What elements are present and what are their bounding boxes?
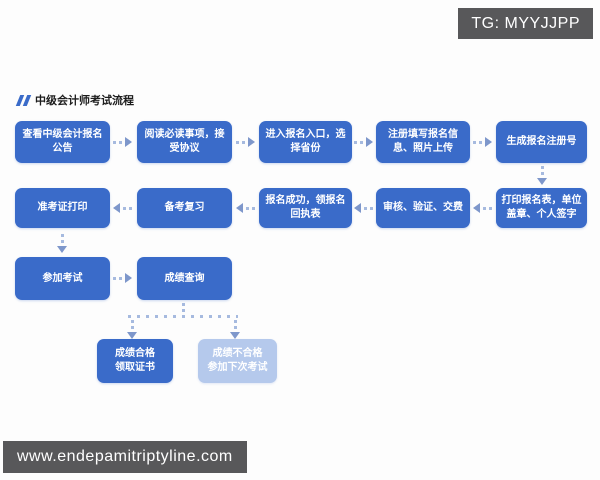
dotted-arrow-right-icon xyxy=(236,137,255,147)
flow-node-exam-prep-review: 备考复习 xyxy=(137,188,232,228)
flow-node-review-verify-pay: 审核、验证、交费 xyxy=(376,188,470,228)
dotted-arrow-left-icon xyxy=(473,203,492,213)
dotted-arrow-left-icon xyxy=(236,203,255,213)
flowchart-title-text: 中级会计师考试流程 xyxy=(35,95,134,107)
flow-node-pass-get-certificate: 成绩合格 领取证书 xyxy=(97,339,173,383)
dotted-arrow-down-icon xyxy=(230,320,240,339)
branch-stem-dots xyxy=(182,303,185,312)
flow-node-print-form-stamp-sign: 打印报名表，单位 盖章、个人签字 xyxy=(496,188,587,228)
flow-node-print-admission-ticket: 准考证打印 xyxy=(15,188,110,228)
dotted-arrow-right-icon xyxy=(113,137,132,147)
website-watermark-badge: www.endepamitriptyline.com xyxy=(3,441,247,473)
flow-node-check-announcement: 查看中级会计报名 公告 xyxy=(15,121,110,163)
tg-watermark-badge: TG: MYYJJPP xyxy=(458,8,593,39)
flow-node-fail-next-exam: 成绩不合格 参加下次考试 xyxy=(198,339,277,383)
dotted-arrow-down-icon xyxy=(57,234,67,253)
branch-horizontal-dotted-line xyxy=(128,315,238,318)
dotted-arrow-right-icon xyxy=(473,137,492,147)
dotted-arrow-left-icon xyxy=(113,203,132,213)
flowchart-title: 中级会计师考试流程 xyxy=(15,92,134,108)
flow-node-registration-success-receipt: 报名成功，领报名 回执表 xyxy=(259,188,352,228)
flow-node-register-info-upload-photo: 注册填写报名信 息、照片上传 xyxy=(376,121,470,163)
dotted-arrow-left-icon xyxy=(354,203,373,213)
flow-node-score-inquiry: 成绩查询 xyxy=(137,257,232,300)
dotted-arrow-down-icon xyxy=(537,166,547,185)
dotted-arrow-right-icon xyxy=(354,137,373,147)
flow-node-take-exam: 参加考试 xyxy=(15,257,110,300)
flow-node-read-notices-accept-agreement: 阅读必读事项，接 受协议 xyxy=(137,121,232,163)
dotted-arrow-down-icon xyxy=(127,320,137,339)
dotted-arrow-right-icon xyxy=(113,273,132,283)
double-slash-icon xyxy=(15,94,32,106)
flow-node-generate-registration-number: 生成报名注册号 xyxy=(496,121,587,163)
flow-node-enter-portal-select-province: 进入报名入口，选 择省份 xyxy=(259,121,352,163)
